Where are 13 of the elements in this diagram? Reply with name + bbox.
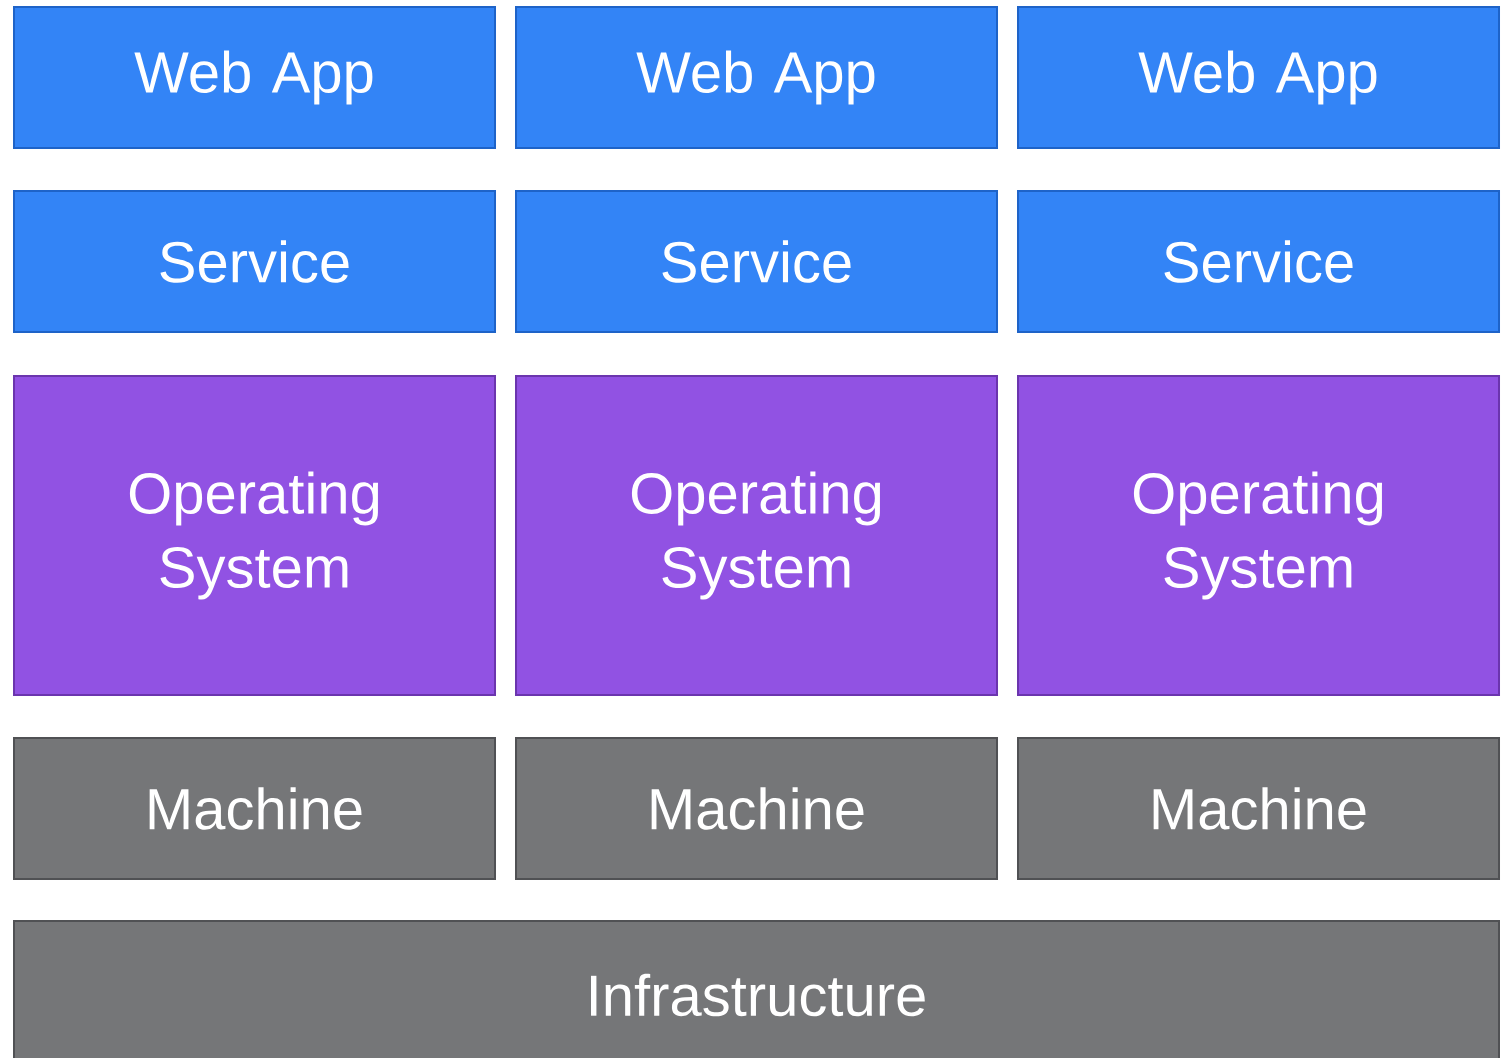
layer-box: Web App xyxy=(13,6,496,149)
layer-box: Web App xyxy=(515,6,998,149)
layer-box: Machine xyxy=(1017,737,1500,880)
layer-box: Infrastructure xyxy=(13,920,1500,1058)
layer-box: Operating System xyxy=(1017,375,1500,696)
layer-box: Machine xyxy=(13,737,496,880)
layer-box: Operating System xyxy=(515,375,998,696)
layer-box: Service xyxy=(1017,190,1500,333)
layer-box: Operating System xyxy=(13,375,496,696)
layer-box: Machine xyxy=(515,737,998,880)
layer-box: Service xyxy=(13,190,496,333)
layer-box: Service xyxy=(515,190,998,333)
layer-box: Web App xyxy=(1017,6,1500,149)
